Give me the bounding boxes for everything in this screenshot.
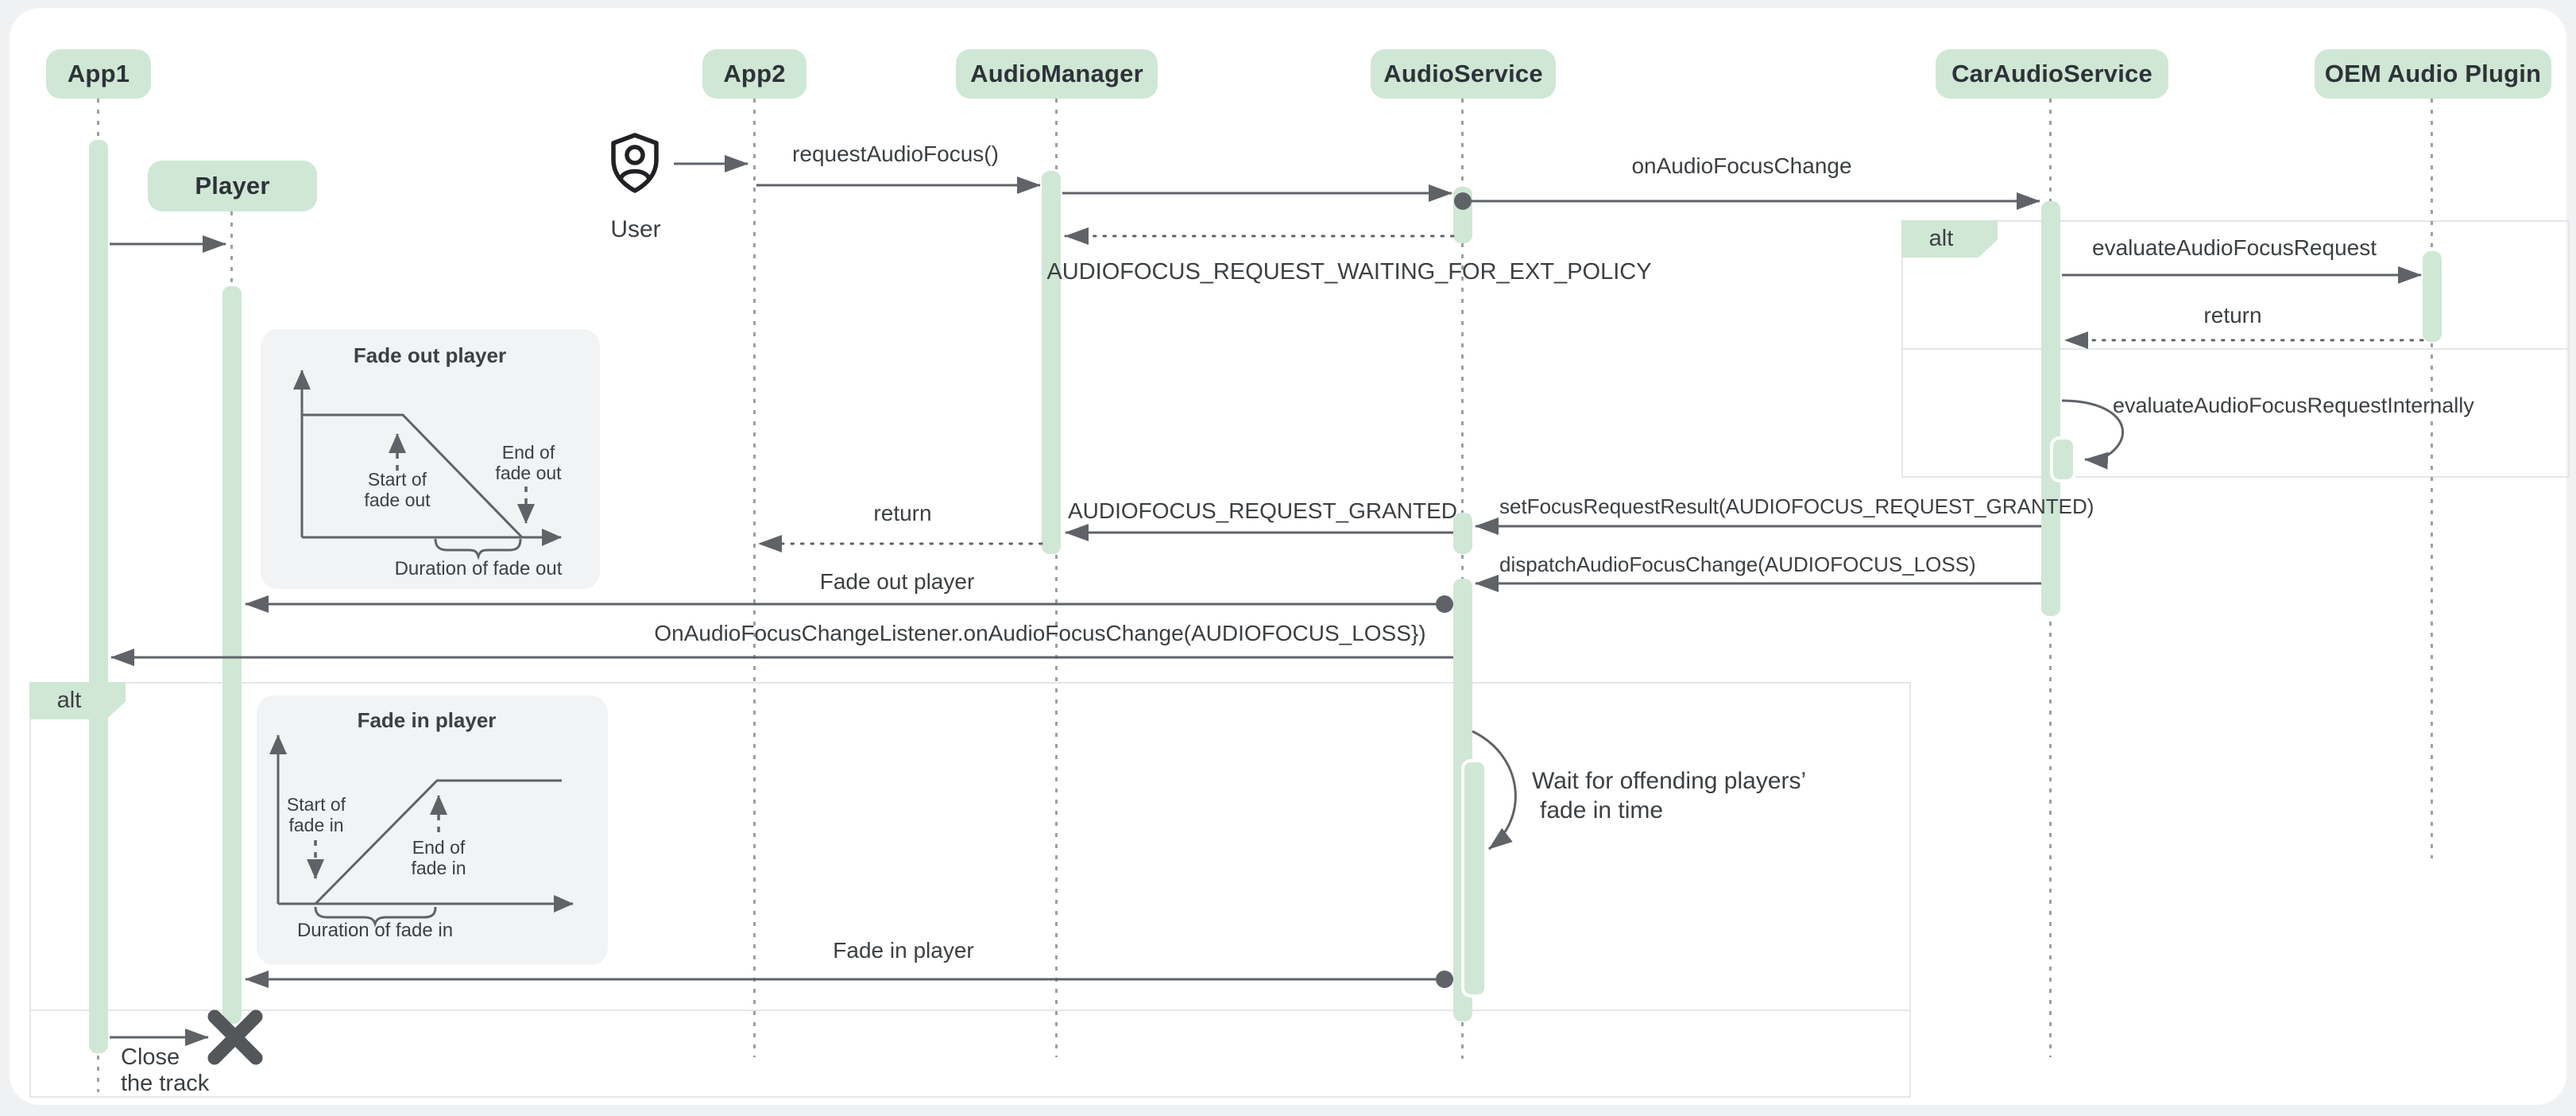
activation-bar-oem [2423, 251, 2442, 342]
label-evaluate-internally: evaluateAudioFocusRequestInternally [2113, 393, 2474, 417]
fade-in-inset: Fade in player Start of fade in End of f… [257, 696, 608, 965]
label-evaluate-return: return [2203, 303, 2262, 327]
participant-label: OEM Audio Plugin [2324, 60, 2542, 87]
label-focus-granted: AUDIOFOCUS_REQUEST_GRANTED [1067, 498, 1458, 523]
activation-bar-audioservice-wait [1461, 759, 1487, 998]
label-manager-return: return [873, 501, 932, 525]
participant-box-audioservice: AudioService [1371, 49, 1556, 99]
participant-box-caraudioservice: CarAudioService [1936, 49, 2168, 99]
alt-label: alt [1928, 226, 1954, 251]
fade-in-title: Fade in player [357, 708, 497, 732]
fade-in-start-label: Start of fade in [286, 794, 346, 835]
alt-fragment-left-label-tab: alt [29, 682, 126, 719]
participant-label: CarAudioService [1951, 60, 2152, 87]
alt-fragment-right-label-tab: alt [1901, 220, 1998, 258]
lifeline-audiomanager [1055, 99, 1058, 1057]
label-evaluate-focus-request: evaluateAudioFocusRequest [2091, 235, 2377, 260]
label-fade-out-player: Fade out player [819, 569, 975, 594]
label-dispatch-focus-change: dispatchAudioFocusChange(AUDIOFOCUS_LOSS… [1499, 552, 1976, 576]
fade-out-end-label: End of fade out [495, 442, 562, 483]
label-fade-in-player: Fade in player [833, 938, 974, 963]
participant-label: Player [195, 172, 270, 200]
activation-bar-audioservice-1 [1453, 187, 1472, 243]
participant-label: AudioManager [970, 60, 1143, 87]
alt-fragment-right: alt [1901, 220, 2570, 478]
alt-fragment-right-divider [1903, 348, 2568, 350]
fade-out-start-label: Start of fade out [364, 469, 431, 510]
fade-out-inset: Fade out player Start of fade out End of… [261, 329, 600, 589]
activation-bar-audioservice-2 [1453, 513, 1472, 554]
lifeline-app2 [753, 99, 756, 1057]
fade-out-duration-label: Duration of fade out [394, 558, 563, 579]
lifeline-oem-audio-plugin [2431, 99, 2433, 858]
actor-label: User [610, 216, 661, 242]
participant-label: AudioService [1383, 60, 1543, 87]
activation-bar-caraudioservice [2041, 201, 2060, 616]
activation-bar-caraudioservice-self [2050, 436, 2076, 482]
label-request-audio-focus: requestAudioFocus() [792, 141, 999, 166]
participant-box-app2: App2 [702, 49, 806, 99]
participant-label: App1 [67, 60, 130, 87]
label-set-focus-request-result: setFocusRequestResult(AUDIOFOCUS_REQUEST… [1499, 494, 2094, 518]
label-focus-loss-listener: OnAudioFocusChangeListener.onAudioFocusC… [654, 621, 1426, 645]
fade-in-duration-label: Duration of fade in [296, 920, 454, 941]
participant-box-oem-audio-plugin: OEM Audio Plugin [2315, 49, 2551, 99]
participant-box-audiomanager: AudioManager [956, 49, 1158, 99]
alt-fragment-left-divider [31, 1009, 1909, 1011]
activation-bar-player [222, 286, 242, 1024]
label-on-audio-focus-change: onAudioFocusChange [1631, 153, 1852, 178]
fade-out-title: Fade out player [353, 343, 507, 367]
activation-bar-app1 [89, 140, 108, 1053]
wait-note: Wait for offending players’ fade in time [1532, 768, 1807, 823]
participant-label: App2 [723, 60, 786, 87]
label-waiting-ext-policy: AUDIOFOCUS_REQUEST_WAITING_FOR_EXT_POLIC… [1046, 259, 1652, 285]
alt-fragment-left: alt [29, 682, 1911, 1098]
participant-box-player: Player [148, 161, 317, 211]
fade-in-end-label: End of fade in [411, 837, 466, 878]
participant-box-app1: App1 [46, 49, 151, 99]
alt-label: alt [56, 688, 82, 713]
label-close-track: Close the track [121, 1044, 210, 1096]
activation-bar-audiomanager [1042, 171, 1061, 554]
